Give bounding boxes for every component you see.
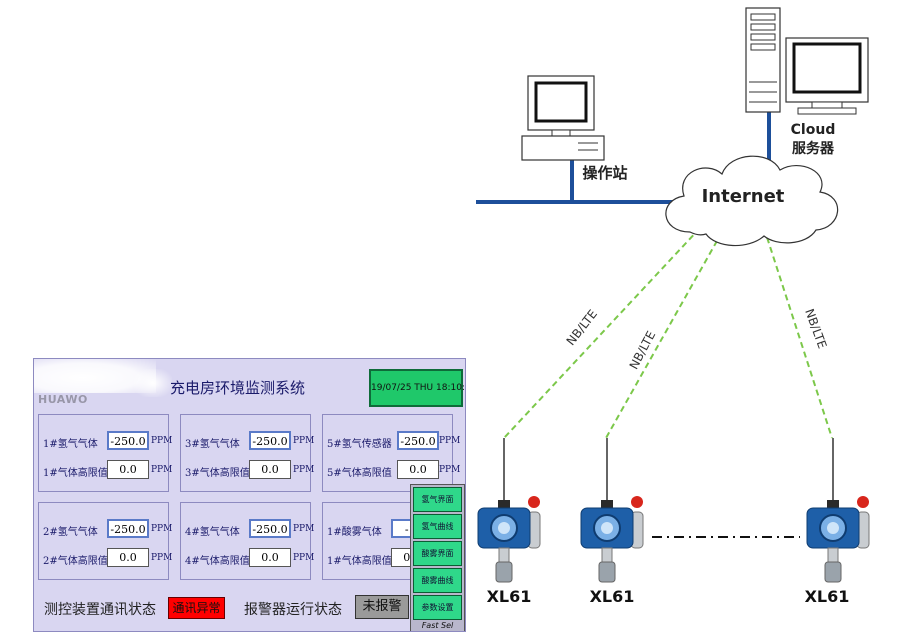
wireless-link-2 — [605, 231, 723, 439]
limit-name: 1#气体高限值 — [43, 468, 108, 479]
limit-name: 3#气体高限值 — [185, 468, 250, 479]
gas-detector-1 — [477, 438, 541, 583]
link-label-2: NB/LTE — [627, 329, 659, 372]
gas-name: 5#氢气传感器 — [327, 439, 392, 450]
hmi-title: 充电房环境监测系统 — [170, 379, 306, 397]
menu-acid-mist-curve-button[interactable]: 酸雾曲线 — [413, 568, 462, 593]
gas-name: 1#氢气气体 — [43, 439, 98, 450]
server-icon — [745, 7, 781, 113]
limit-name: 4#气体高限值 — [185, 556, 250, 567]
device-label-3: XL61 — [805, 587, 850, 606]
limit-unit: PPM — [151, 465, 173, 475]
workstation-label: 操作站 — [582, 164, 627, 182]
gas-value: -250.0 — [107, 519, 149, 538]
device-label-2: XL61 — [590, 587, 635, 606]
limit-value-input[interactable]: 0.0 — [107, 548, 149, 567]
gas-value: -250.0 — [249, 519, 291, 538]
wireless-link-1 — [503, 227, 701, 439]
limit-name: 2#气体高限值 — [43, 556, 108, 567]
gas-unit: PPM — [151, 436, 173, 446]
alarm-status-value: 未报警 — [355, 595, 409, 619]
gas-name: 2#氢气气体 — [43, 527, 98, 538]
comm-status-label: 测控装置通讯状态 — [44, 602, 156, 618]
limit-unit: PPM — [439, 465, 461, 475]
gas-value: -250.0 — [107, 431, 149, 450]
gas-detector-3 — [806, 438, 870, 583]
hmi-watermark-blur-2 — [134, 369, 172, 397]
limit-unit: PPM — [293, 553, 315, 563]
comm-status-value: 通讯异常 — [168, 597, 225, 619]
limit-value-input[interactable]: 0.0 — [107, 460, 149, 479]
gas-unit: PPM — [293, 524, 315, 534]
hmi-screen: HUAWO 充电房环境监测系统 19/07/25 THU 18:10:01 1#… — [33, 358, 466, 632]
limit-name: 1#气体高限值 — [327, 556, 392, 567]
sensor-group-4: 4#氢气气体 -250.0 PPM 4#气体高限值 0.0 PPM — [180, 502, 315, 580]
server-monitor-icon — [785, 37, 869, 115]
limit-value-input[interactable]: 0.0 — [249, 548, 291, 567]
gas-name: 4#氢气气体 — [185, 527, 240, 538]
gas-name: 1#酸雾气体 — [327, 527, 382, 538]
menu-hydrogen-curve-button[interactable]: 氢气曲线 — [413, 514, 462, 539]
limit-unit: PPM — [151, 553, 173, 563]
sensor-group-1: 1#氢气气体 -250.0 PPM 1#气体高限值 0.0 PPM — [38, 414, 173, 492]
wireless-link-3 — [763, 227, 833, 439]
gas-detector-2 — [580, 438, 644, 583]
menu-acid-mist-screen-button[interactable]: 酸雾界面 — [413, 541, 462, 566]
limit-unit: PPM — [293, 465, 315, 475]
internet-cloud — [665, 155, 839, 247]
server-label-line1: Cloud — [791, 122, 836, 138]
gas-unit: PPM — [293, 436, 315, 446]
menu-hydrogen-screen-button[interactable]: 氢气界面 — [413, 487, 462, 512]
internet-label: Internet — [702, 186, 785, 207]
gas-unit: PPM — [151, 524, 173, 534]
limit-value-input[interactable]: 0.0 — [397, 460, 439, 479]
workstation-icon — [521, 75, 605, 161]
alarm-status-label: 报警器运行状态 — [244, 602, 342, 618]
gas-value: -250.0 — [249, 431, 291, 450]
gas-name: 3#氢气气体 — [185, 439, 240, 450]
gas-unit: PPM — [439, 436, 461, 446]
limit-value-input[interactable]: 0.0 — [249, 460, 291, 479]
server-label-line2: 服务器 — [792, 140, 835, 157]
gas-value: -250.0 — [397, 431, 439, 450]
fast-select-menu: 氢气界面 氢气曲线 酸雾界面 酸雾曲线 参数设置 Fast Sel — [410, 484, 465, 631]
sensor-group-5: 5#氢气传感器 -250.0 PPM 5#气体高限值 0.0 PPM — [322, 414, 460, 492]
menu-parameter-settings-button[interactable]: 参数设置 — [413, 595, 462, 620]
sensor-group-3: 3#氢气气体 -250.0 PPM 3#气体高限值 0.0 PPM — [180, 414, 315, 492]
limit-name: 5#气体高限值 — [327, 468, 392, 479]
hmi-logo: HUAWO — [38, 393, 88, 406]
hmi-datetime: 19/07/25 THU 18:10:01 — [369, 369, 465, 407]
link-label-3: NB/LTE — [802, 307, 829, 351]
sensor-group-2: 2#氢气气体 -250.0 PPM 2#气体高限值 0.0 PPM — [38, 502, 173, 580]
device-label-1: XL61 — [487, 587, 532, 606]
fast-sel-label: Fast Sel — [421, 621, 454, 630]
